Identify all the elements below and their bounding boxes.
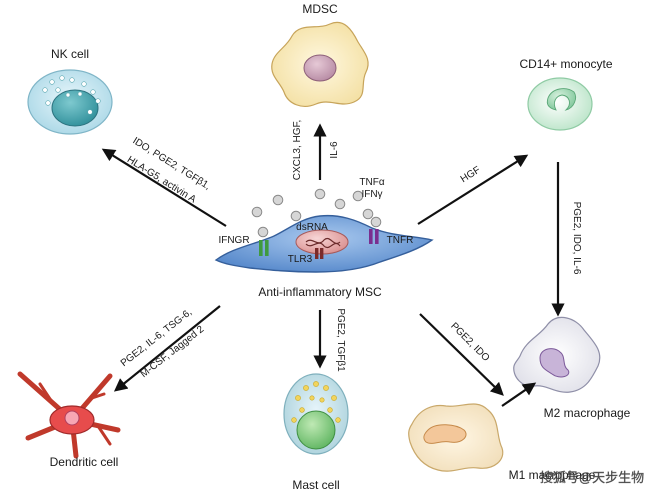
- watermark: 搜狐号@天步生物: [540, 470, 644, 485]
- mediator-to-cd14: HGF: [459, 165, 483, 186]
- mediator-to-mdsc-a: CXCL3, HGF,: [292, 120, 303, 181]
- arrow-to-cd14: [417, 154, 529, 225]
- ifng-label: IFNγ: [361, 189, 382, 200]
- cd14-monocyte-cell: [527, 77, 593, 131]
- arrow-to-nk: [101, 148, 227, 227]
- arrow-to-m1: [419, 313, 504, 396]
- mast-cell: [283, 373, 349, 455]
- cd14-label: CD14+ monocyte: [519, 57, 612, 71]
- msc-cell: [214, 214, 434, 273]
- cytokine-dots: [251, 188, 382, 238]
- m1-macrophage-cell: [408, 403, 504, 472]
- nk-cell: [27, 69, 113, 135]
- m1-label: M1 macrophage: [509, 468, 596, 482]
- mast-label: Mast cell: [292, 478, 339, 492]
- tnfr-receptor-icon: [369, 229, 379, 244]
- mediator-cd14-to-m2: PGE2, IDO, IL-6: [571, 202, 582, 275]
- dsrna-label: dsRNA: [296, 222, 328, 233]
- mdsc-cell: [271, 21, 369, 107]
- mediator-to-mdsc-b: IL-6: [329, 141, 340, 159]
- mediator-to-m1: PGE2, IDO: [448, 321, 491, 364]
- dendritic-body: [49, 405, 95, 435]
- tnfa-label: TNFα: [359, 177, 384, 188]
- mdsc-label: MDSC: [302, 2, 338, 16]
- mediator-to-mast: PGE2, TGFβ1: [335, 308, 346, 372]
- m2-macrophage-cell: [513, 316, 601, 393]
- arrow-to-dendritic: [113, 305, 221, 392]
- center-label: Anti-inflammatory MSC: [258, 285, 382, 299]
- tlr3-receptor-icon: [315, 248, 324, 259]
- tnfr-label: TNFR: [387, 235, 414, 246]
- m2-label: M2 macrophage: [544, 406, 631, 420]
- tlr3-label: TLR3: [288, 254, 313, 265]
- arrow-m1-to-m2: [501, 382, 537, 407]
- nk-cell-label: NK cell: [51, 47, 89, 61]
- dendritic-label: Dendritic cell: [50, 455, 119, 469]
- ifngr-label: IFNGR: [218, 235, 249, 246]
- ifngr-receptor-icon: [259, 240, 269, 256]
